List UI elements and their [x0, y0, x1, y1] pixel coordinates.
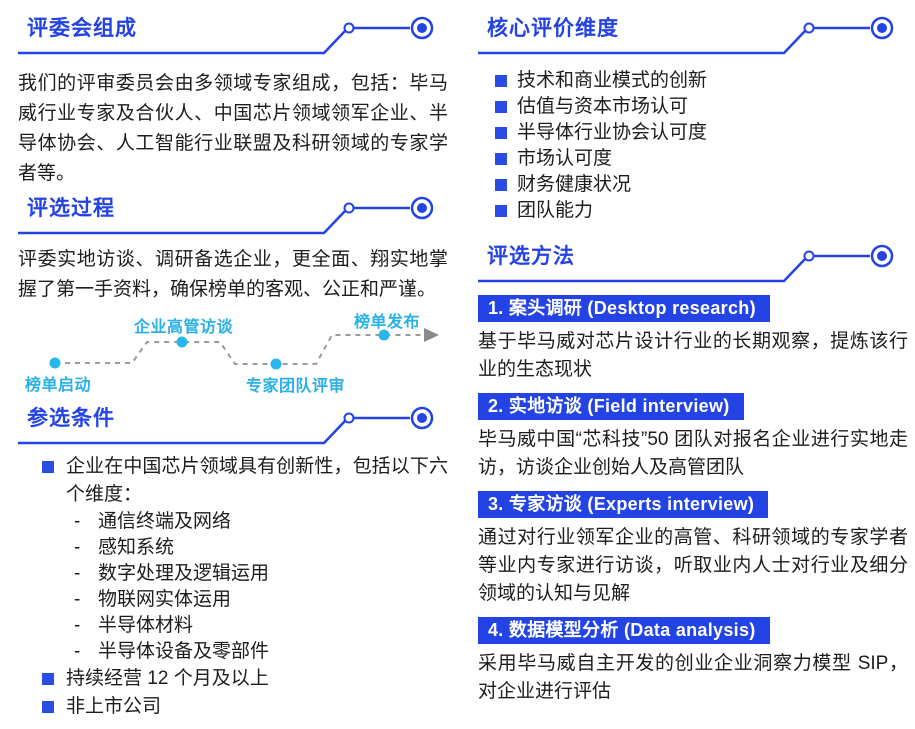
section-header: 评选过程	[18, 192, 448, 236]
list-item: 技术和商业模式的创新	[478, 68, 908, 94]
method-title-banner: 2. 实地访谈 (Field interview)	[478, 393, 744, 420]
section-committee: 评委会组成 我们的评审委员会由多领域专家组成，包括：毕马威行业专家及合伙人、中国…	[18, 12, 448, 189]
dash-bullet-icon	[74, 613, 98, 639]
dimension-text: 通信终端及网络	[98, 511, 232, 532]
list-item: 持续经营 12 个月及以上	[18, 665, 448, 693]
condition-text: 企业在中国芯片领域具有创新性，包括以下六个维度：	[66, 456, 448, 505]
method-description: 采用毕马威自主开发的创业企业洞察力模型 SIP，对企业进行评估	[478, 653, 908, 702]
dimension-text: 半导体设备及零部件	[98, 641, 270, 662]
section-header: 核心评价维度	[478, 12, 908, 56]
bullet-square-icon	[42, 701, 54, 713]
method-title-banner: 4. 数据模型分析 (Data analysis)	[478, 617, 770, 644]
arrow-right-icon	[424, 328, 439, 342]
list-item: 团队能力	[478, 198, 908, 224]
dimension-text: 数字处理及逻辑运用	[98, 563, 270, 584]
circuit-line-decoration	[478, 16, 894, 55]
list-item: 半导体材料	[18, 613, 448, 639]
dimension-text: 半导体行业协会认可度	[517, 122, 708, 143]
bullet-square-icon	[42, 673, 54, 685]
list-item: 数字处理及逻辑运用	[18, 561, 448, 587]
circuit-line-decoration	[18, 406, 434, 445]
method-block: 3. 专家访谈 (Experts interview) 通过对行业领军企业的高管…	[478, 491, 908, 608]
method-description: 通过对行业领军企业的高管、科研领域的专家学者等业内专家进行访谈，听取业内人士对行…	[478, 527, 908, 604]
method-block: 1. 案头调研 (Desktop research) 基于毕马威对芯片设计行业的…	[478, 295, 908, 384]
timeline-step-label: 企业高管访谈	[134, 319, 234, 336]
timeline-dot-icon	[49, 357, 61, 369]
list-item: 感知系统	[18, 535, 448, 561]
section-methods: 评选方法 1. 案头调研 (Desktop research) 基于毕马威对芯片…	[478, 240, 908, 706]
list-item: 非上市公司	[18, 693, 448, 721]
method-title-banner: 3. 专家访谈 (Experts interview)	[478, 491, 769, 518]
process-description: 评委实地访谈、调研备选企业，更全面、翔实地掌握了第一手资料，确保榜单的客观、公正…	[18, 249, 448, 300]
bullet-square-icon	[495, 205, 507, 217]
timeline-dot-icon	[176, 336, 188, 348]
list-item: 财务健康状况	[478, 172, 908, 198]
dash-bullet-icon	[74, 509, 98, 535]
dash-bullet-icon	[74, 587, 98, 613]
list-item: 半导体设备及零部件	[18, 639, 448, 665]
condition-text: 持续经营 12 个月及以上	[66, 668, 269, 689]
list-item: 市场认可度	[478, 146, 908, 172]
dimension-text: 市场认可度	[517, 148, 613, 169]
dimension-text: 感知系统	[98, 537, 175, 558]
circuit-line-decoration	[18, 16, 434, 55]
list-item: 半导体行业协会认可度	[478, 120, 908, 146]
list-item: 物联网实体运用	[18, 587, 448, 613]
method-description: 毕马威中国“芯科技”50 团队对报名企业进行实地走访，访谈企业创始人及高管团队	[478, 429, 908, 478]
timeline-step-label: 专家团队评审	[246, 378, 346, 395]
bullet-square-icon	[495, 127, 507, 139]
list-item: 估值与资本市场认可	[478, 94, 908, 120]
right-column: 核心评价维度 技术和商业模式的创新 估值与资本市场认可	[478, 12, 908, 715]
list-item: 企业在中国芯片领域具有创新性，包括以下六个维度：	[18, 453, 448, 509]
participation-conditions-list: 企业在中国芯片领域具有创新性，包括以下六个维度： 通信终端及网络 感知系统	[18, 453, 448, 721]
timeline-step-label: 榜单启动	[25, 377, 92, 394]
dimension-text: 技术和商业模式的创新	[517, 70, 708, 91]
timeline-step-label: 榜单发布	[354, 314, 421, 331]
condition-text: 非上市公司	[66, 696, 162, 717]
left-column: 评委会组成 我们的评审委员会由多领域专家组成，包括：毕马威行业专家及合伙人、中国…	[18, 12, 448, 721]
bullet-square-icon	[495, 179, 507, 191]
section-header: 评选方法	[478, 240, 908, 284]
dimension-text: 物联网实体运用	[98, 589, 232, 610]
dimension-text: 团队能力	[517, 200, 594, 221]
section-title: 评委会组成	[27, 17, 137, 40]
section-title: 评选过程	[27, 197, 115, 220]
circuit-line-decoration	[478, 244, 894, 283]
dash-bullet-icon	[74, 561, 98, 587]
method-block: 4. 数据模型分析 (Data analysis) 采用毕马威自主开发的创业企业…	[478, 617, 908, 706]
dimension-sub-list: 通信终端及网络 感知系统 数字处理及逻辑运用 物联网实体运用	[18, 509, 448, 665]
section-title: 核心评价维度	[487, 17, 619, 40]
method-description: 基于毕马威对芯片设计行业的长期观察，提炼该行业的生态现状	[478, 331, 908, 380]
circuit-line-decoration	[18, 196, 434, 235]
committee-description: 我们的评审委员会由多领域专家组成，包括：毕马威行业专家及合伙人、中国芯片领域领军…	[18, 73, 448, 184]
dash-bullet-icon	[74, 535, 98, 561]
bullet-square-icon	[495, 101, 507, 113]
method-block: 2. 实地访谈 (Field interview) 毕马威中国“芯科技”50 团…	[478, 393, 908, 482]
methods-list: 1. 案头调研 (Desktop research) 基于毕马威对芯片设计行业的…	[478, 295, 908, 706]
core-dimensions-list: 技术和商业模式的创新 估值与资本市场认可 半导体行业协会认可度 市场认可度	[478, 68, 908, 224]
method-title-banner: 1. 案头调研 (Desktop research)	[478, 295, 770, 322]
section-header: 评委会组成	[18, 12, 448, 56]
section-participation: 参选条件 企业在中国芯片领域具有创新性，包括以下六个维度： 通信终端及网络	[18, 402, 448, 721]
selection-process-timeline: 榜单启动 企业高管访谈 专家团队评审 榜单发布	[18, 305, 448, 400]
dash-bullet-icon	[74, 639, 98, 665]
dimension-text: 半导体材料	[98, 615, 194, 636]
section-core-dimensions: 核心评价维度 技术和商业模式的创新 估值与资本市场认可	[478, 12, 908, 224]
bullet-square-icon	[495, 75, 507, 87]
timeline-flow-graphic	[49, 328, 439, 370]
section-title: 参选条件	[27, 407, 115, 430]
dimension-text: 财务健康状况	[517, 174, 632, 195]
bullet-square-icon	[495, 153, 507, 165]
list-item: 通信终端及网络	[18, 509, 448, 535]
section-header: 参选条件	[18, 402, 448, 446]
timeline-dot-icon	[270, 358, 282, 370]
timeline-dot-icon	[378, 329, 390, 341]
section-title: 评选方法	[487, 245, 575, 268]
dimension-text: 估值与资本市场认可	[517, 96, 689, 117]
bullet-square-icon	[42, 461, 54, 473]
section-process: 评选过程 评委实地访谈、调研备选企业，更全面、翔实地掌握了第一手资料，确保榜单的…	[18, 192, 448, 400]
